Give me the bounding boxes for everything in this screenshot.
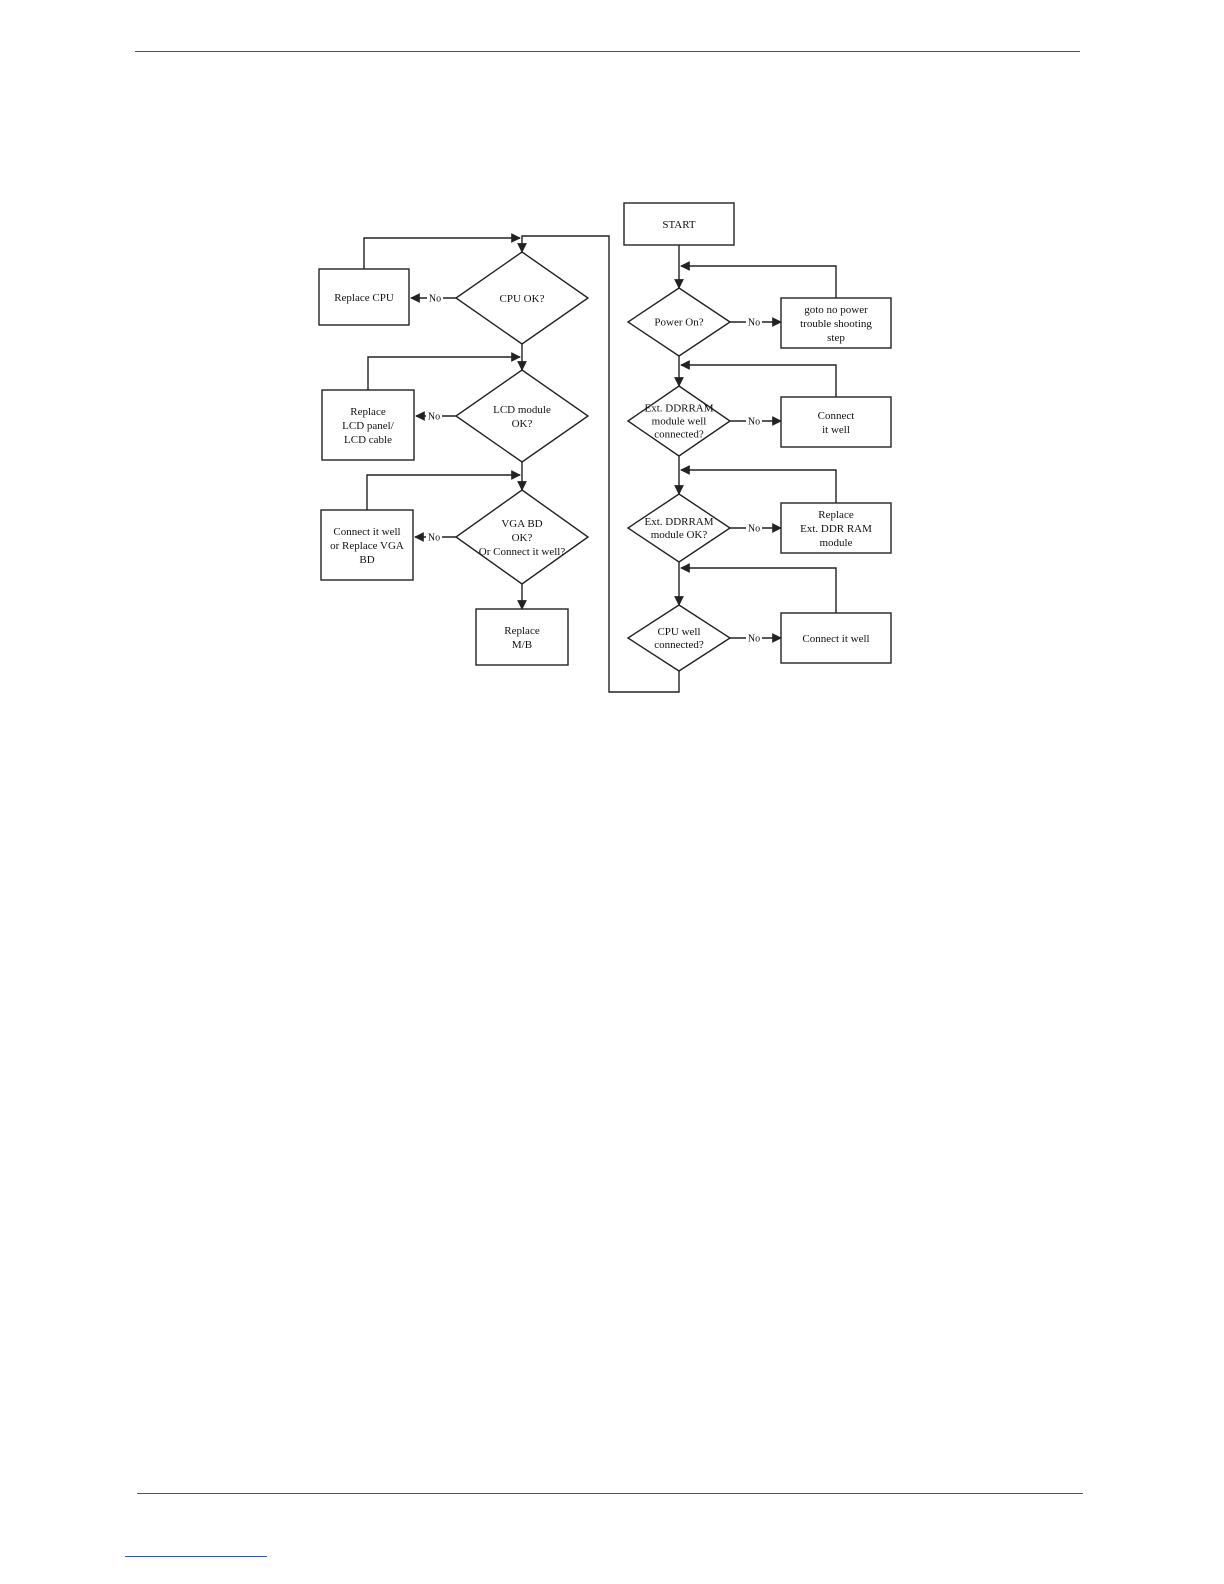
- edge-connect-cpu-loop: [680, 563, 837, 613]
- no-label-ddr-ok: No: [748, 524, 760, 535]
- no-label-cpu-connected: No: [748, 634, 760, 645]
- node-cpu-connected-diamond: [626, 604, 732, 672]
- footer-link-underline[interactable]: [125, 1556, 267, 1557]
- no-label-cpu-ok: No: [429, 294, 441, 305]
- no-label-bg-ddr-ok: [746, 522, 762, 534]
- node-ddr-connected-label-0: Ext. DDRRAM: [644, 403, 713, 415]
- node-lcd-ok-label-1: OK?: [512, 418, 533, 430]
- node-replace-ddr-label-2: module: [820, 537, 853, 549]
- node-replace-vga-label-0: Connect it well: [333, 526, 400, 538]
- node-replace-vga-box: [320, 509, 414, 581]
- node-lcd-ok-label-0: LCD module: [493, 404, 551, 416]
- node-cpu-connected-label-0: CPU well: [657, 626, 700, 638]
- node-ddr-ok-diamond: [626, 493, 732, 563]
- node-ddr-connected-label-2: connected?: [654, 429, 704, 441]
- node-replace-lcd-box: [321, 389, 415, 461]
- edge-replace-ddr-loop: [680, 465, 837, 503]
- node-replace-lcd-label-2: LCD cable: [344, 434, 392, 446]
- node-vga-ok-label-2: Or Connect it well?: [479, 546, 566, 558]
- node-start-label-0: START: [662, 219, 696, 231]
- node-cpu-ok-label-0: CPU OK?: [500, 293, 545, 305]
- no-label-bg-ddr-connected: [746, 415, 762, 427]
- node-connect-ddr-box: [780, 396, 892, 448]
- no-label-bg-power: [746, 316, 762, 328]
- node-replace-lcd-label-1: LCD panel/: [342, 420, 395, 432]
- node-cpu-ok-diamond: [454, 251, 590, 345]
- no-label-power: No: [748, 318, 760, 329]
- node-power-on-label-0: Power On?: [654, 317, 703, 329]
- no-label-vga-ok: No: [428, 533, 440, 544]
- node-replace-mb-label-0: Replace: [504, 625, 540, 637]
- node-no-power-label-1: trouble shooting: [800, 318, 872, 330]
- footer-rule: [137, 1493, 1083, 1494]
- node-vga-ok-label-0: VGA BD: [501, 518, 542, 530]
- node-replace-ddr-label-0: Replace: [818, 509, 854, 521]
- no-label-lcd-ok: No: [428, 412, 440, 423]
- no-label-bg-vga-ok: [426, 531, 442, 543]
- edge-connect-ddr-loop: [680, 360, 837, 397]
- edge-bridge-to-cpu-ok: [517, 235, 680, 693]
- edge-no-power-loop: [680, 261, 837, 298]
- edge-replace-cpu-loop: [363, 233, 521, 269]
- node-connect-ddr-label-0: Connect: [818, 410, 855, 422]
- node-ddr-connected-diamond: [626, 385, 732, 457]
- node-replace-ddr-box: [780, 502, 892, 554]
- no-label-bg-cpu-ok: [427, 292, 443, 304]
- node-ddr-connected-label-1: module well: [652, 416, 707, 428]
- node-ddr-ok-label-1: module OK?: [651, 529, 708, 541]
- edge-replace-lcd-loop: [367, 352, 521, 390]
- header-rule: [135, 51, 1080, 52]
- node-replace-vga-label-2: BD: [359, 554, 374, 566]
- node-no-power-label-2: step: [827, 332, 845, 344]
- node-no-power-label-0: goto no power: [804, 304, 868, 316]
- node-replace-cpu-box: [318, 268, 410, 326]
- node-connect-cpu-box: [780, 612, 892, 664]
- node-lcd-ok-diamond: [454, 369, 590, 463]
- node-power-on-diamond: [626, 287, 732, 357]
- node-connect-cpu-label-0: Connect it well: [802, 633, 869, 645]
- node-connect-ddr-label-1: it well: [822, 424, 850, 436]
- node-replace-cpu-label-0: Replace CPU: [334, 292, 394, 304]
- edge-replace-vga-loop: [366, 470, 521, 510]
- no-label-bg-cpu-connected: [746, 632, 762, 644]
- node-replace-ddr-label-1: Ext. DDR RAM: [800, 523, 872, 535]
- node-replace-mb-label-1: M/B: [512, 639, 532, 651]
- node-replace-vga-label-1: or Replace VGA: [330, 540, 404, 552]
- node-no-power-box: [780, 297, 892, 349]
- node-cpu-connected-label-1: connected?: [654, 639, 704, 651]
- no-label-ddr-connected: No: [748, 417, 760, 428]
- node-start-box: [623, 202, 735, 246]
- node-vga-ok-label-1: OK?: [512, 532, 533, 544]
- node-replace-lcd-label-0: Replace: [350, 406, 386, 418]
- node-replace-mb-box: [475, 608, 569, 666]
- node-ddr-ok-label-0: Ext. DDRRAM: [644, 516, 713, 528]
- no-label-bg-lcd-ok: [426, 410, 442, 422]
- node-vga-ok-diamond: [454, 489, 590, 585]
